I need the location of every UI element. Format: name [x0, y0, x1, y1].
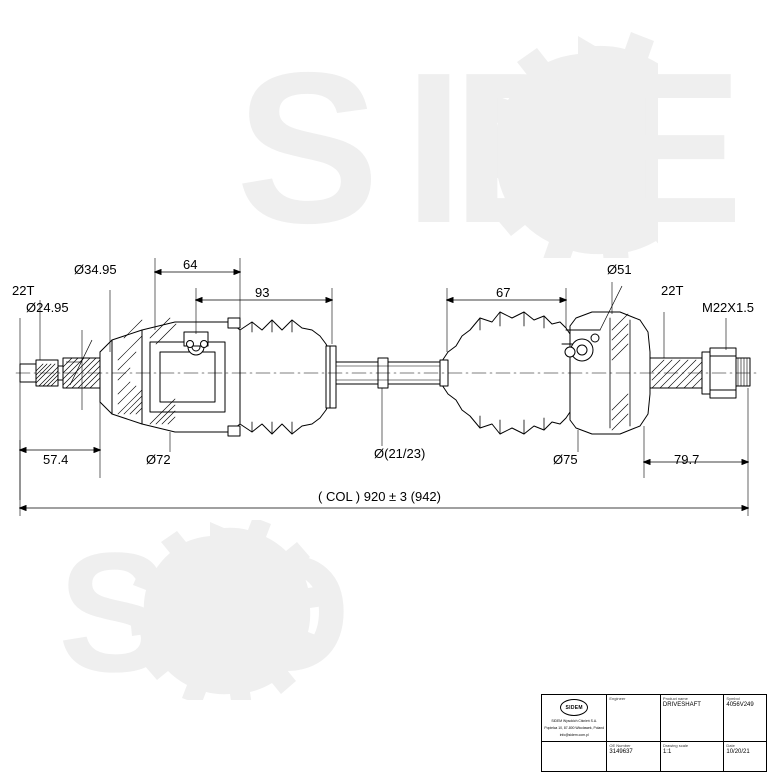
dim-diameter-72: Ø72	[146, 452, 171, 467]
symbol-header: Symbol	[726, 696, 740, 701]
dim-length-57-4: 57.4	[43, 452, 69, 467]
engineer-header: Engineer	[609, 696, 626, 701]
dim-length-64: 64	[183, 257, 198, 272]
sidem-logo-mark: SIDEM	[560, 699, 589, 716]
field-date: Date 10/20/21	[724, 742, 766, 771]
field-oe-spacer	[542, 742, 608, 771]
date-value: 10/20/21	[726, 749, 750, 755]
oe-header: OE Number	[609, 743, 631, 748]
dim-shaft-diameter: Ø(21/23)	[374, 446, 426, 461]
product-value: DRIVESHAFT	[662, 702, 701, 708]
dim-thread-m22: M22X1.5	[702, 300, 755, 315]
dim-diameter-34-95: Ø34.95	[74, 262, 117, 277]
scale-value: 1:1	[662, 749, 672, 755]
company-address-line2: Popielca 10, 87-800 Włocławek, Poland	[544, 726, 605, 731]
dim-diameter-75: Ø75	[553, 452, 578, 467]
product-header: Product name	[662, 696, 688, 701]
dim-length-93: 93	[255, 285, 270, 300]
dim-splines-left: 22T	[12, 283, 35, 298]
title-block-logo: SIDEM SIDEM Wysokich Ciśnień S.A. Popiel…	[542, 695, 608, 741]
dim-splines-right: 22T	[661, 283, 684, 298]
title-block: SIDEM SIDEM Wysokich Ciśnień S.A. Popiel…	[541, 694, 767, 772]
company-address-line3: info@sidem.com.pl	[559, 733, 589, 738]
company-address-line1: SIDEM Wysokich Ciśnień S.A.	[551, 719, 598, 723]
field-engineer: Engineer	[607, 695, 661, 741]
dim-overall-length: ( COL ) 920 ± 3 (942)	[318, 489, 441, 504]
field-symbol: Symbol 4056V249	[724, 695, 766, 741]
dim-length-79-7: 79.7	[674, 452, 700, 467]
dim-diameter-51: Ø51	[607, 262, 632, 277]
field-product: Product name DRIVESHAFT	[661, 695, 725, 741]
date-header: Date	[726, 743, 735, 748]
dim-length-67: 67	[496, 285, 511, 300]
scale-header: Drawing scale	[662, 743, 689, 748]
symbol-value: 4056V249	[726, 702, 754, 708]
field-oe-number: OE Number 3149637	[607, 742, 661, 771]
oe-value: 3149637	[609, 749, 633, 755]
field-scale: Drawing scale 1:1	[661, 742, 725, 771]
dim-diameter-24-95: Ø24.95	[26, 300, 69, 315]
